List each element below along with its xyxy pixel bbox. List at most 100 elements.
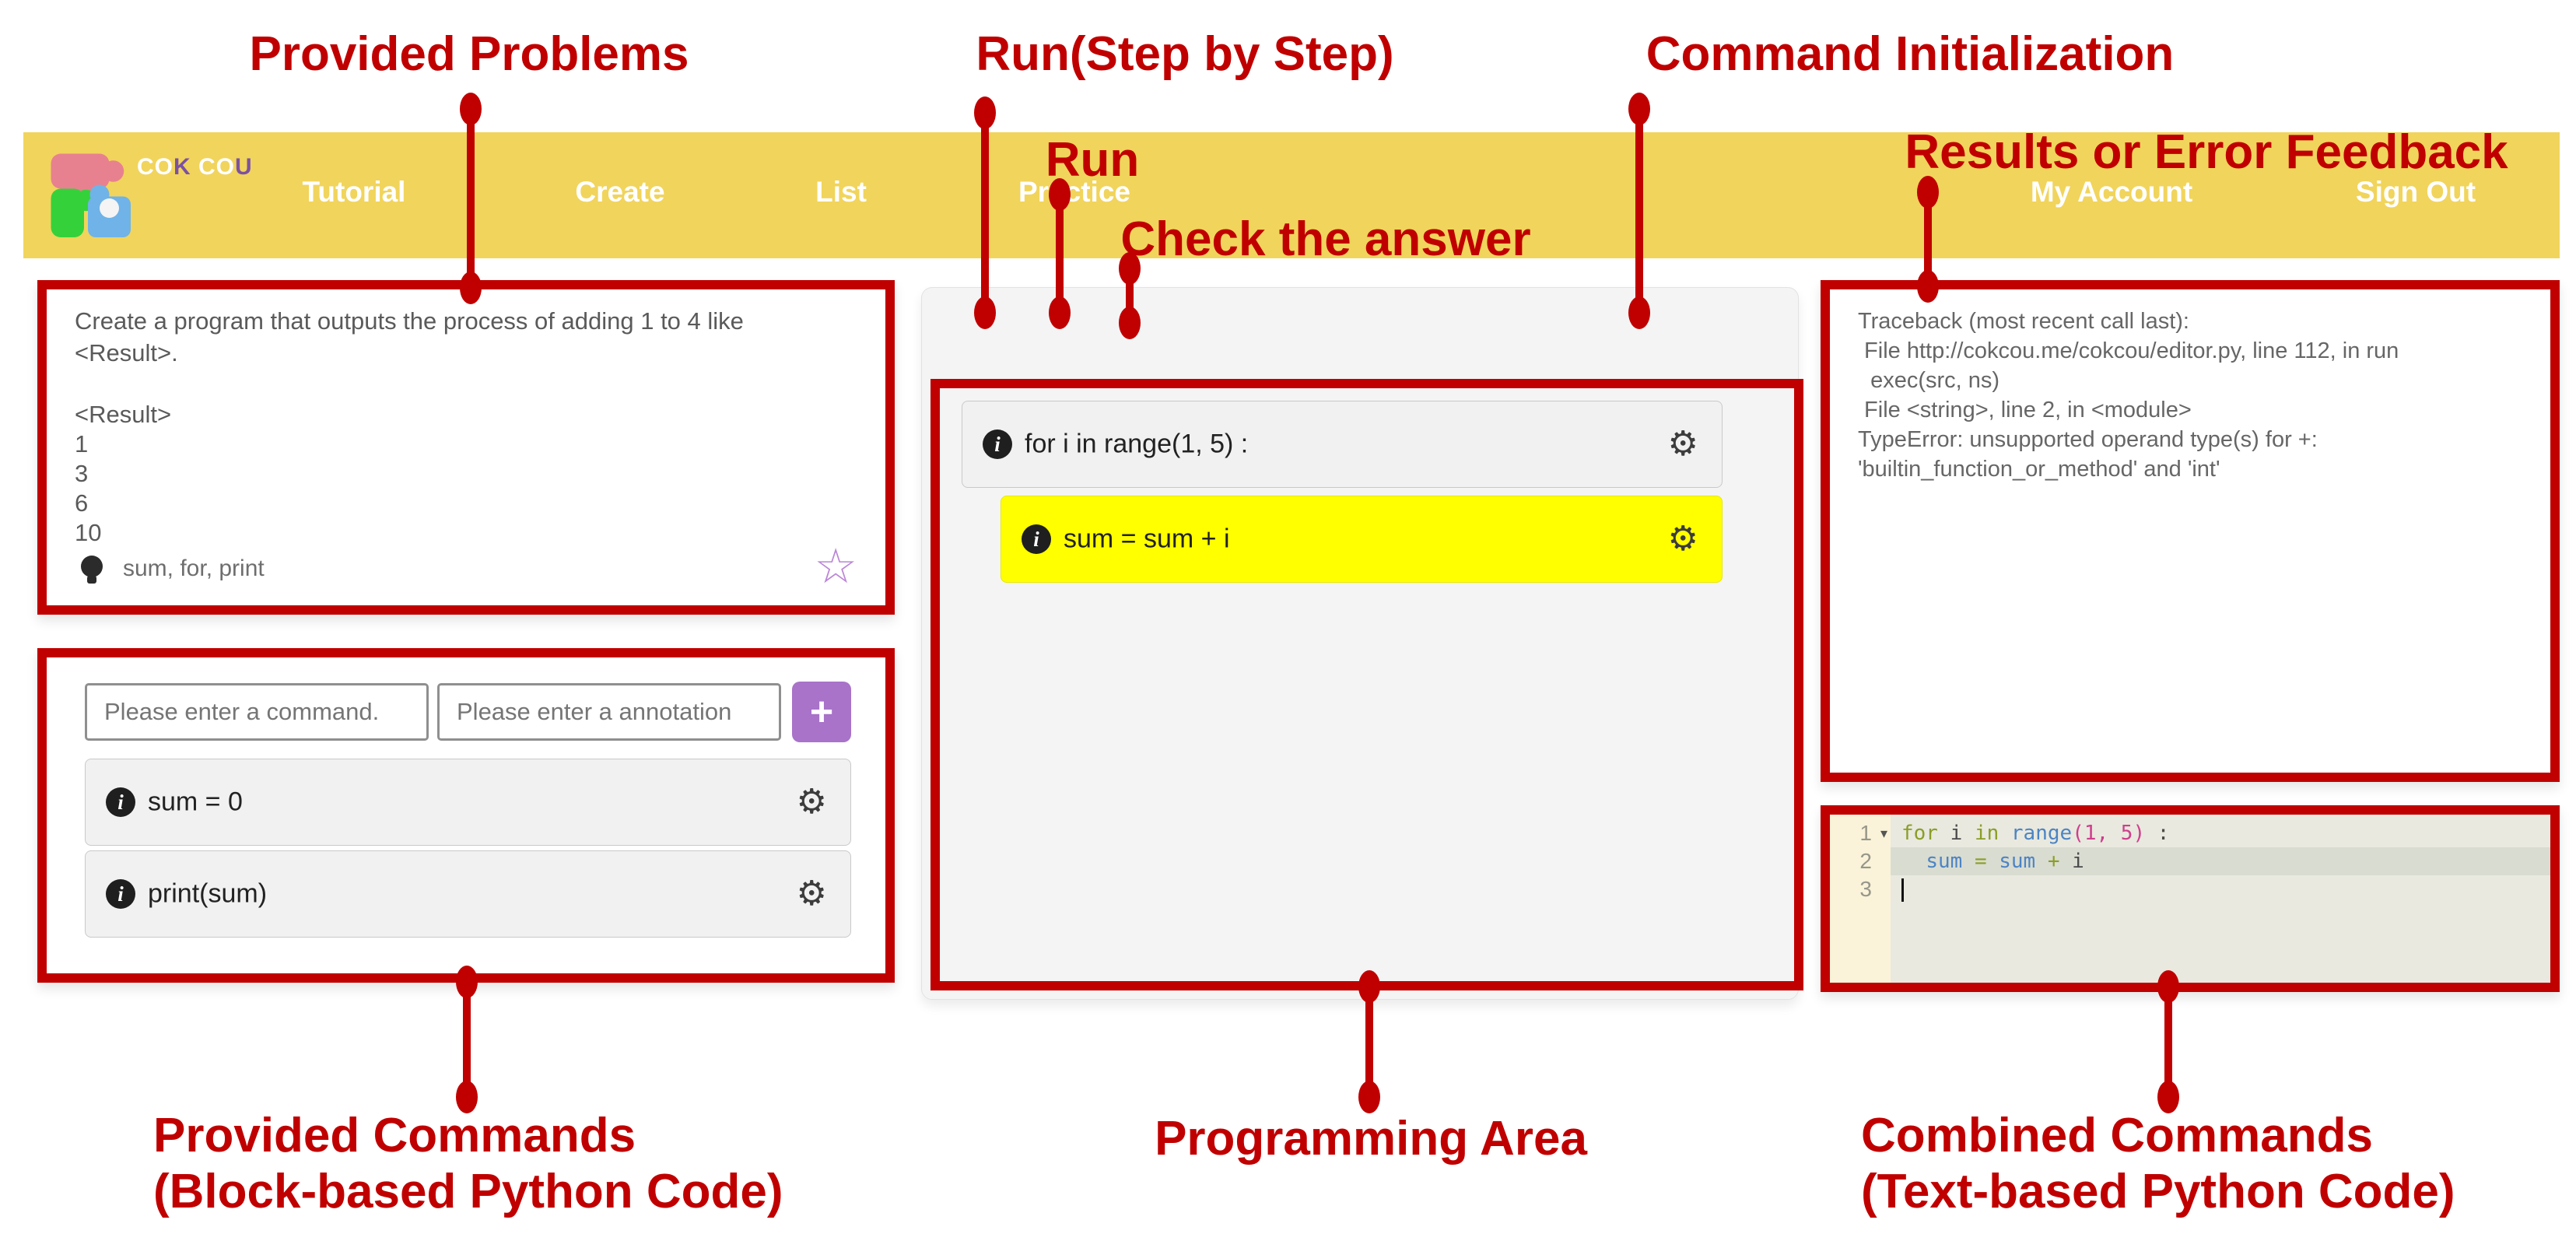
annotation-line: Combined Commands <box>1861 1109 2373 1162</box>
problem-panel: Create a program that outputs the proces… <box>37 280 895 615</box>
gear-icon[interactable]: ⚙ <box>796 875 827 913</box>
expected-output-value: 6 <box>75 489 89 517</box>
traceback-line: exec(src, ns) <box>1858 368 2000 393</box>
connector-dot-provided-commands <box>456 966 478 998</box>
program-block[interactable]: i for i in range(1, 5) : ⚙ <box>962 401 1723 488</box>
connector-dot-combined-commands <box>2157 970 2179 1003</box>
connector-line-results-feedback <box>1924 192 1932 286</box>
info-icon[interactable]: i <box>106 879 135 909</box>
brand-segment: K <box>173 154 191 180</box>
program-block-list: i for i in range(1, 5) : ⚙ i sum = sum + i ⚙ <box>940 388 1794 583</box>
block-code-text: print(sum) <box>148 878 268 909</box>
traceback-text: Traceback (most recent call last): File … <box>1858 307 2550 484</box>
expected-output-value: 10 <box>75 519 102 546</box>
annotation-line: Provided Commands <box>153 1109 636 1162</box>
connector-dot-results-feedback <box>1917 270 1939 303</box>
code-token: in <box>1974 822 1999 845</box>
info-icon[interactable]: i <box>983 429 1012 459</box>
editor-code-area[interactable]: for i in range(1, 5) : sum = sum + i <box>1891 815 2550 983</box>
connector-dot-run-step <box>974 296 996 329</box>
annotation-run-step: Run(Step by Step) <box>976 27 1394 81</box>
code-token: sum <box>1926 850 1963 873</box>
connector-line-run-step <box>981 113 989 313</box>
connector-dot-programming-area <box>1358 970 1380 1003</box>
code-token <box>1962 850 1975 873</box>
programming-area[interactable]: i for i in range(1, 5) : ⚙ i sum = sum + i ⚙ <box>931 379 1803 990</box>
star-icon[interactable]: ☆ <box>814 540 857 594</box>
nav-item-my-account[interactable]: My Account <box>2030 176 2193 208</box>
annotation-line: (Block-based Python Code) <box>153 1165 783 1218</box>
connector-line-run <box>1056 195 1064 313</box>
editor-code-line: sum = sum + i <box>1891 847 2550 875</box>
code-token: + <box>2047 850 2060 873</box>
nav-item-create[interactable]: Create <box>575 176 665 208</box>
code-token <box>1999 822 2011 845</box>
info-icon[interactable]: i <box>1022 524 1051 554</box>
code-token: i <box>2059 850 2084 873</box>
problem-result-label: <Result> <box>75 401 172 428</box>
annotation-command-initialization: Command Initialization <box>1645 27 2175 81</box>
code-token: range <box>2010 822 2073 845</box>
connector-dot-command-initialization <box>1628 296 1650 329</box>
code-token <box>1901 850 1926 873</box>
annotation-input[interactable] <box>437 683 781 741</box>
annotation-provided-commands: Provided Commands (Block-based Python Co… <box>153 1108 783 1220</box>
fold-arrow-icon[interactable]: ▾ <box>1880 826 1887 841</box>
problem-tags: sum, for, print <box>123 556 265 581</box>
connector-dot-combined-commands <box>2157 1081 2179 1113</box>
editor-line-number: 2 <box>1859 849 1872 873</box>
connector-dot-provided-problems <box>460 272 482 304</box>
program-block-highlighted[interactable]: i sum = sum + i ⚙ <box>1001 496 1723 583</box>
gear-icon[interactable]: ⚙ <box>796 783 827 821</box>
connector-dot-results-feedback <box>1917 176 1939 209</box>
annotation-line: (Text-based Python Code) <box>1861 1165 2455 1218</box>
traceback-line: File <string>, line 2, in <module> <box>1858 398 2192 422</box>
connector-dot-check-answer <box>1119 252 1141 285</box>
brand-segment: CO <box>191 154 236 180</box>
connector-line-command-initialization <box>1635 109 1643 313</box>
connector-dot-provided-problems <box>460 93 482 125</box>
block-code-text: for i in range(1, 5) : <box>1025 429 1249 459</box>
command-input[interactable] <box>85 683 429 741</box>
code-token: : <box>2145 822 2170 845</box>
annotation-check-answer: Check the answer <box>1120 212 1531 266</box>
cokcou-logo <box>51 153 131 237</box>
annotation-run: Run <box>1045 133 1140 187</box>
connector-dot-check-answer <box>1119 307 1141 339</box>
traceback-line: TypeError: unsupported operand type(s) f… <box>1858 427 2318 452</box>
nav-item-practice[interactable]: Practice <box>1018 176 1130 208</box>
code-editor-panel[interactable]: 1▾2 3 for i in range(1, 5) : sum = sum + … <box>1821 805 2560 992</box>
connector-dot-provided-commands <box>456 1081 478 1113</box>
editor-line-number: 1▾ <box>1830 819 1891 847</box>
editor-gutter: 1▾2 3 <box>1830 815 1891 983</box>
annotation-combined-commands: Combined Commands (Text-based Python Cod… <box>1861 1108 2455 1220</box>
code-token: = <box>1974 850 1987 873</box>
editor-line-number: 3 <box>1859 877 1872 901</box>
connector-dot-run <box>1049 178 1071 211</box>
add-command-button[interactable]: + <box>792 682 851 742</box>
annotation-provided-problems: Provided Problems <box>249 27 689 81</box>
nav-item-list[interactable]: List <box>815 176 867 208</box>
results-panel: Traceback (most recent call last): File … <box>1821 280 2560 782</box>
block-code-text: sum = sum + i <box>1064 524 1230 554</box>
connector-line-provided-problems <box>467 109 475 288</box>
code-token: for <box>1901 822 1938 845</box>
code-token: sum <box>1999 850 2036 873</box>
traceback-line: 'builtin_function_or_method' and 'int' <box>1858 457 2220 482</box>
gear-icon[interactable]: ⚙ <box>1667 520 1698 558</box>
command-block[interactable]: i print(sum) ⚙ <box>85 850 851 938</box>
nav-item-tutorial[interactable]: Tutorial <box>302 176 406 208</box>
brand-segment: U <box>235 154 253 180</box>
info-icon[interactable]: i <box>106 787 135 817</box>
gear-icon[interactable]: ⚙ <box>1667 425 1698 463</box>
code-token <box>2035 850 2048 873</box>
nav-item-sign-out[interactable]: Sign Out <box>2355 176 2476 208</box>
text-cursor <box>1901 878 1904 902</box>
traceback-line: Traceback (most recent call last): <box>1858 309 2189 334</box>
connector-dot-run <box>1049 296 1071 329</box>
traceback-line: File http://cokcou.me/cokcou/editor.py, … <box>1858 338 2399 363</box>
